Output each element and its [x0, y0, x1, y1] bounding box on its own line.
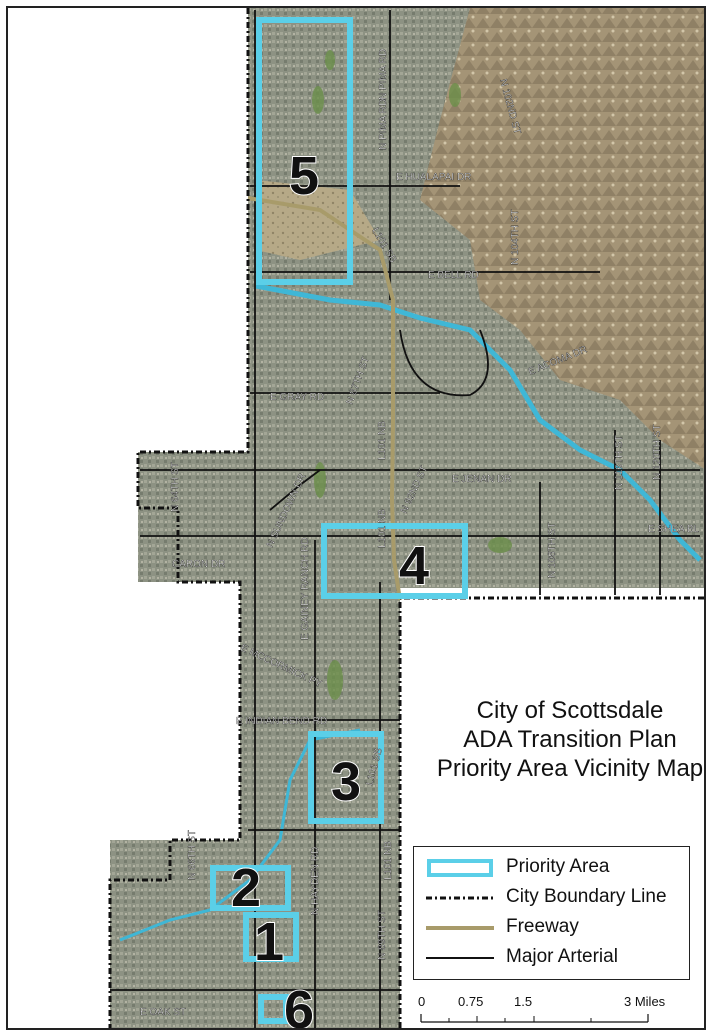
street-label: N 64TH ST [170, 462, 181, 512]
boundary-swatch [426, 896, 494, 900]
street-label: N 66TH ST [187, 830, 198, 880]
priority-area-3 [308, 731, 384, 824]
street-label: CARON DR [172, 559, 225, 570]
street-label: E OAK ST [140, 1007, 186, 1018]
golf-courses [312, 50, 512, 700]
arterial-swatch [426, 957, 494, 959]
street-label: E GRAY RD [270, 392, 324, 403]
legend-item-city-boundary: City Boundary Line [422, 883, 687, 913]
street-label: L101 NB [377, 421, 388, 460]
street-label: E JENAN DR [452, 474, 511, 485]
priority-area-5 [256, 17, 353, 285]
priority-numbers: 5 4 3 2 1 6 [230, 145, 430, 1036]
canal-south [119, 728, 361, 942]
title-line-2: ADA Transition Plan [463, 726, 677, 753]
scale-label-15: 1.5 [514, 994, 533, 1009]
imagery-south [240, 582, 400, 1028]
legend-label: City Boundary Line [506, 886, 667, 907]
title-line-1: City of Scottsdale [476, 697, 664, 724]
scale-label-0: 0 [418, 994, 426, 1009]
street-label: N 89TH ST [377, 910, 388, 960]
priority-number-4: 4 [399, 536, 429, 596]
imagery-west [138, 452, 250, 582]
street-label: N 120TH ST [652, 424, 663, 480]
legend-label: Freeway [506, 916, 579, 937]
priority-number-6: 6 [284, 980, 314, 1036]
scale-bar: 0 0.75 1.5 3 Miles [410, 994, 700, 1030]
priority-area-1 [243, 912, 299, 962]
freeway [247, 196, 402, 601]
canal [255, 283, 702, 562]
street-label: N HAYDEN RD [310, 847, 321, 915]
major-arterials [110, 10, 700, 1028]
map-title: City of Scottsdale ADA Transition Plan P… [430, 696, 710, 783]
street-label: E INDIAN BEND RD [236, 716, 327, 727]
priority-number-5: 5 [289, 146, 319, 206]
freeway-swatch [426, 926, 494, 930]
street-label: N 108TH ST [547, 522, 558, 578]
scale-ticks [420, 1014, 649, 1023]
priority-area-4 [321, 523, 468, 599]
street-label: E HUALAPAI DR [396, 172, 471, 183]
priority-areas [210, 17, 468, 1024]
street-label: N PIMA RD [378, 49, 389, 100]
priority-number-1: 1 [254, 912, 284, 972]
scale-label-3: 3 Miles [624, 994, 666, 1009]
street-label: L101 NB [383, 841, 394, 880]
street-label: E BELL RD [428, 270, 479, 281]
street-label: N 116TH ST [614, 435, 625, 490]
priority-number-2: 2 [231, 858, 261, 918]
legend-item-priority-area: Priority Area [422, 853, 687, 883]
street-label: N PIMA RD [378, 99, 389, 150]
street-label: E GAINEY RANCH RD [300, 537, 311, 640]
title-line-3: Priority Area Vicinity Map [436, 755, 704, 782]
legend-item-freeway: Freeway [422, 913, 687, 943]
street-label: E SHEA BL [648, 524, 700, 535]
mountain-terrain [420, 8, 706, 470]
priority-area-swatch [427, 859, 493, 877]
street-label: N 104TH ST [510, 209, 521, 265]
legend: Priority Area City Boundary Line Freeway… [413, 846, 690, 980]
priority-area-2 [210, 865, 291, 911]
legend-label: Major Arterial [506, 946, 618, 967]
priority-number-3: 3 [331, 752, 361, 812]
legend-item-major-arterial: Major Arterial [422, 943, 687, 973]
legend-label: Priority Area [506, 856, 610, 877]
priority-area-6 [258, 994, 289, 1024]
scale-label-075: 0.75 [458, 994, 484, 1009]
street-label: L101 NB [377, 509, 388, 548]
